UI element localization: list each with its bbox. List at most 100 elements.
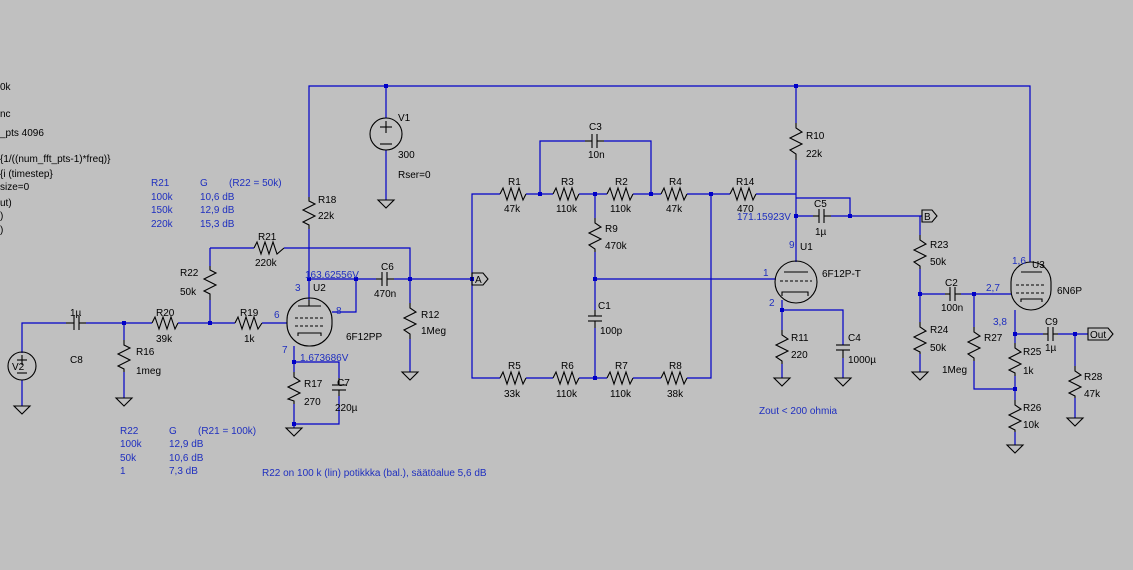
resistor-r6 xyxy=(552,370,580,386)
directive-line: _pts 4096 xyxy=(0,128,44,139)
resistor-r23 xyxy=(912,235,928,269)
label-r5: R5 xyxy=(508,361,521,372)
label-r7: R7 xyxy=(615,361,628,372)
pin-u1: 2 xyxy=(769,298,775,309)
note-pot: R22 on 100 k (lin) potikkka (bal.), säät… xyxy=(262,468,487,479)
net-label-out: Out xyxy=(1090,330,1106,341)
value-r17: 270 xyxy=(304,397,321,408)
label-r10: R10 xyxy=(806,131,825,142)
resistor-r9 xyxy=(587,218,603,252)
label-r26: R26 xyxy=(1023,403,1042,414)
label-r18: R18 xyxy=(318,195,337,206)
table-r21-cell: 12,9 dB xyxy=(200,205,235,216)
value-r28: 47k xyxy=(1084,389,1101,400)
table-r22-cell: 1 xyxy=(120,466,126,477)
label-v1: V1 xyxy=(398,113,411,124)
pin-u2: 8 xyxy=(336,306,342,317)
table-r21-header-cond: (R22 = 50k) xyxy=(229,178,282,189)
capacitor-c2 xyxy=(945,287,961,301)
voltage-u2-cathode: 1.673686V xyxy=(300,353,349,364)
pin-u2: 7 xyxy=(282,345,288,356)
value-c6: 470n xyxy=(374,289,396,300)
label-r19: R19 xyxy=(240,308,259,319)
voltage-source-v2 xyxy=(7,351,37,381)
value-c5: 1µ xyxy=(815,227,827,238)
label-r22: R22 xyxy=(180,268,199,279)
net-label-a: A xyxy=(475,275,482,286)
value-c8: 1µ xyxy=(70,308,82,319)
label-u2: U2 xyxy=(313,283,326,294)
table-r21-cell: 15,3 dB xyxy=(200,219,235,230)
net-flag-out xyxy=(1087,327,1114,341)
resistor-r22 xyxy=(202,266,218,300)
value-r2: 110k xyxy=(610,204,632,215)
table-r22-cell: 10,6 dB xyxy=(169,453,204,464)
resistor-r11 xyxy=(774,330,790,364)
label-r9: R9 xyxy=(605,224,618,235)
label-r2: R2 xyxy=(615,177,628,188)
resistor-r5 xyxy=(499,370,527,386)
table-r21-header-g: G xyxy=(200,178,208,189)
ground-symbols xyxy=(12,199,1085,454)
value-r26: 10k xyxy=(1023,420,1040,431)
net-label-b: B xyxy=(924,212,931,223)
label-r3: R3 xyxy=(561,177,574,188)
resistor-r19 xyxy=(234,315,263,331)
pin-u1: 1 xyxy=(763,268,769,279)
label-v2: V2 xyxy=(12,362,25,373)
directive-line: 0k xyxy=(0,82,12,93)
value-r22: 50k xyxy=(180,287,197,298)
value-r23: 50k xyxy=(930,257,947,268)
value-r18: 22k xyxy=(318,211,335,222)
directive-line: ) xyxy=(0,225,3,236)
resistor-r27 xyxy=(966,327,982,361)
resistor-r2 xyxy=(606,186,634,202)
label-c5: C5 xyxy=(814,199,827,210)
value-r7: 110k xyxy=(610,389,632,400)
resistor-r17 xyxy=(286,372,302,404)
resistor-r16 xyxy=(116,340,132,372)
table-r21-cell: 100k xyxy=(151,192,174,203)
table-r22-cell: 100k xyxy=(120,439,143,450)
value-c4: 1000µ xyxy=(848,355,876,366)
resistor-r24 xyxy=(912,322,928,354)
value-c7: 220µ xyxy=(335,403,358,414)
label-r24: R24 xyxy=(930,325,949,336)
capacitor-c5 xyxy=(813,209,831,223)
table-r21-cell: 150k xyxy=(151,205,174,216)
resistor-r3 xyxy=(552,186,580,202)
value-r12: 1Meg xyxy=(421,326,446,337)
value-r3: 110k xyxy=(556,204,578,215)
value-r9: 470k xyxy=(605,241,628,252)
tube-u3 xyxy=(1010,261,1052,311)
label-c3: C3 xyxy=(589,122,602,133)
voltage-source-v1 xyxy=(369,117,403,151)
value-r20: 39k xyxy=(156,334,173,345)
directive-line: size=0 xyxy=(0,182,30,193)
value-r24: 50k xyxy=(930,343,947,354)
label-r27: R27 xyxy=(984,333,1003,344)
voltage-u2-plate: 163.62556V xyxy=(305,270,359,281)
resistor-r4 xyxy=(660,186,688,202)
label-u3: U3 xyxy=(1032,260,1045,271)
resistor-r20 xyxy=(151,315,179,331)
label-r4: R4 xyxy=(669,177,682,188)
pin-u3: 3,8 xyxy=(993,317,1007,328)
capacitor-c3 xyxy=(585,134,604,148)
value-r25: 1k xyxy=(1023,366,1035,377)
resistor-r18 xyxy=(301,197,317,229)
label-r1: R1 xyxy=(508,177,521,188)
resistor-r14 xyxy=(729,186,757,202)
value-c9: 1µ xyxy=(1045,343,1057,354)
capacitor-c1 xyxy=(588,310,602,328)
value-r4: 47k xyxy=(666,204,683,215)
value-r10: 22k xyxy=(806,149,823,160)
pin-u2: 3 xyxy=(295,283,301,294)
table-r22-cell: 50k xyxy=(120,453,137,464)
pin-u2: 6 xyxy=(274,310,280,321)
table-r22-header-g: G xyxy=(169,426,177,437)
directive-line: {1/((num_fft_pts-1)*freq)} xyxy=(0,154,111,165)
label-r25: R25 xyxy=(1023,347,1042,358)
